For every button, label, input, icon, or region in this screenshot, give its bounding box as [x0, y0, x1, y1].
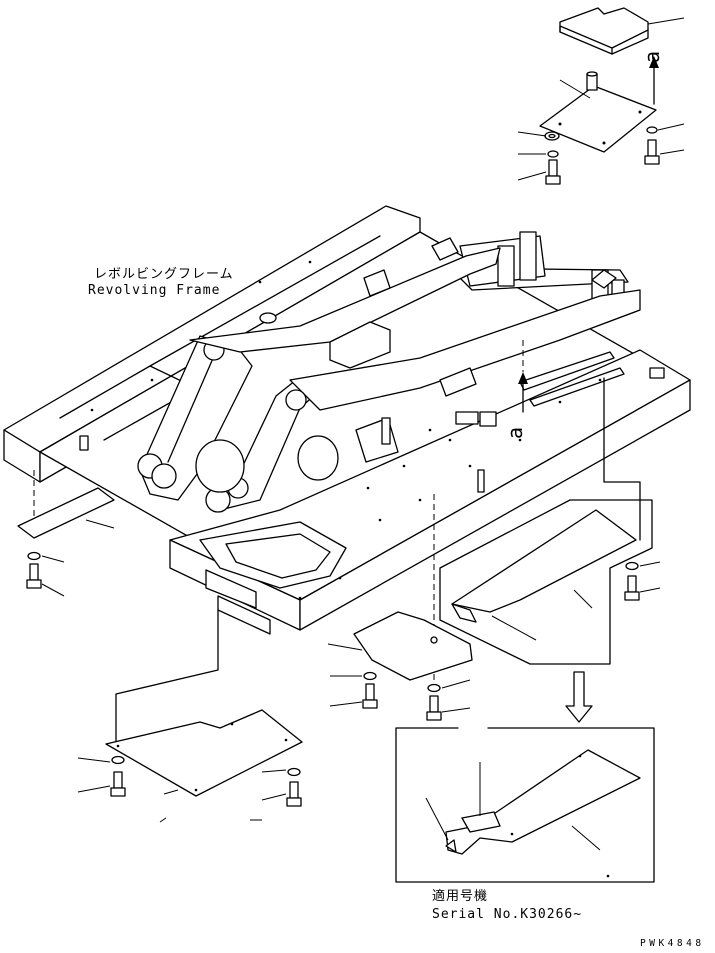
serial-label-en: Serial No.K30266~	[432, 907, 582, 922]
arrow-up-icon	[649, 56, 659, 105]
detail-a-cover-group: a	[517, 7, 685, 185]
bolt-icon	[286, 781, 302, 807]
washer-icon	[427, 683, 441, 693]
washer-icon	[544, 131, 560, 141]
bolt-icon	[426, 695, 442, 721]
view-marker-frame: a	[503, 427, 527, 439]
washer-icon	[625, 561, 639, 571]
bolt-icon	[26, 563, 42, 589]
washer-icon	[111, 755, 125, 765]
washer-icon	[27, 551, 41, 561]
bolt-icon	[624, 575, 640, 601]
left-cover-group	[17, 470, 115, 597]
washer-icon	[547, 150, 559, 158]
bolt-icon	[545, 159, 561, 185]
right-cover-group	[439, 377, 661, 665]
bottom-left-cover-group	[77, 609, 303, 823]
drawing-code: PWK4848	[640, 938, 705, 949]
frame-label-en: Revolving Frame	[88, 283, 220, 298]
bolt-icon	[110, 771, 126, 797]
washer-icon	[363, 671, 377, 681]
arrow-down-icon	[518, 340, 528, 413]
washer-icon	[646, 126, 658, 134]
arrow-down-icon	[565, 671, 593, 723]
view-marker-top: a	[640, 51, 664, 63]
frame-label-jp: レボルビングフレーム	[94, 267, 234, 282]
bolt-icon	[644, 139, 660, 165]
washer-icon	[287, 767, 301, 777]
revolving-frame	[3, 205, 691, 635]
center-cover-group	[327, 494, 473, 721]
serial-detail-box	[395, 727, 655, 883]
serial-label-jp: 適用号機	[432, 888, 488, 904]
bolt-icon	[362, 683, 378, 709]
